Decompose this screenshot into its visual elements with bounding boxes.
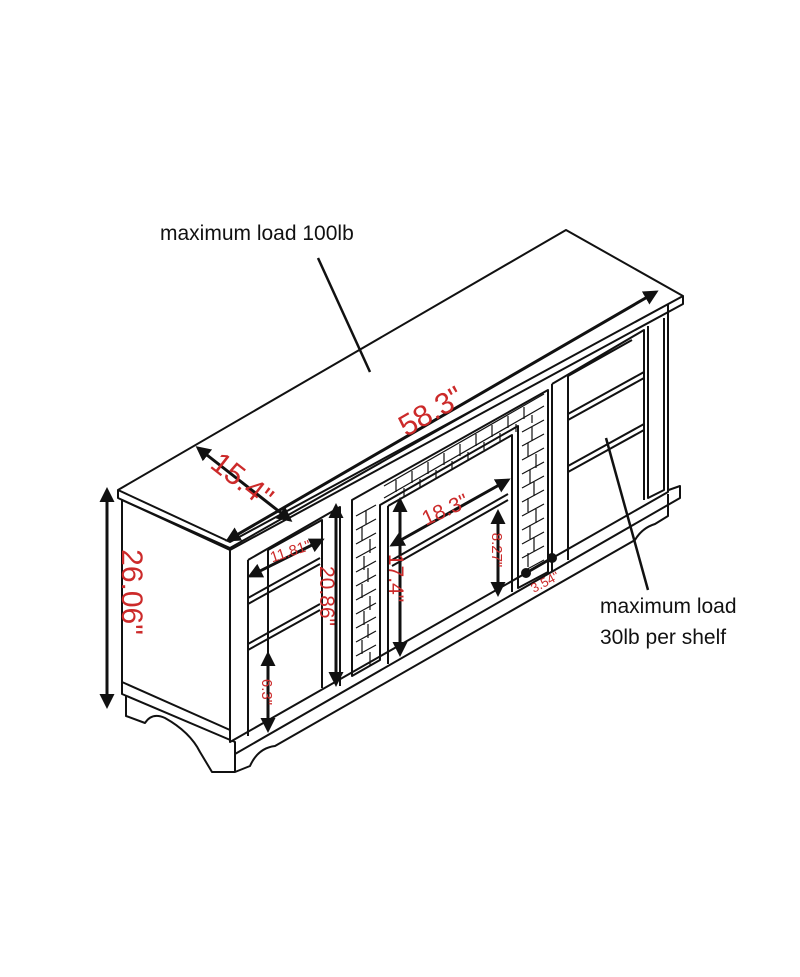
hole-spacing-line (525, 556, 553, 575)
shelf-load-note-line1: maximum load (600, 595, 737, 618)
top-load-leader (316, 257, 372, 373)
bottom-shelf-height-label: 6.3" (258, 679, 275, 705)
dimension-arrows (99, 290, 659, 733)
width-arrow (225, 290, 659, 542)
fireplace-depth-label: 8.27" (488, 533, 505, 568)
side-shelf-depth-arrow (247, 538, 325, 578)
depth-arrow (195, 446, 293, 522)
left-shelf-lower (247, 603, 321, 651)
height-label: 26.06" (115, 549, 148, 635)
base-side-skirt (125, 696, 235, 773)
shelf-load-note-line2: 30lb per shelf (600, 626, 726, 649)
load-annotations: maximum load 100lb maximum load 30lb per… (160, 222, 737, 649)
top-load-note: maximum load 100lb (160, 222, 354, 245)
side-opening-height-label: 20.86" (315, 566, 338, 626)
shelf-load-leader (604, 437, 650, 591)
top-panel-edge (117, 296, 684, 551)
fireplace-width-arrow (389, 478, 511, 547)
fireplace-height-label: 17.4" (384, 554, 407, 602)
